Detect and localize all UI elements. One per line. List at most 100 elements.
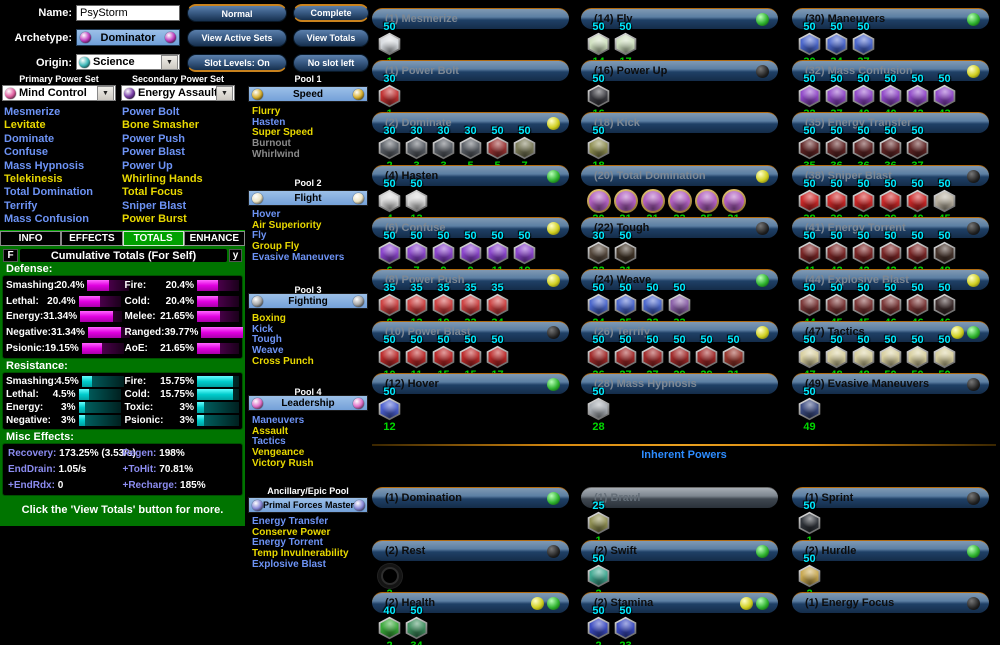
enhancement-slot[interactable]: 5039: [850, 178, 877, 225]
pool-selector[interactable]: Primal Forces Master: [248, 497, 368, 513]
power-bar[interactable]: (26) Terrify: [581, 321, 778, 342]
powerlist-item[interactable]: Power Bolt: [122, 106, 180, 118]
pool-selector[interactable]: Flight: [248, 190, 368, 206]
power-bar[interactable]: (49) Evasive Maneuvers: [792, 373, 989, 394]
power-bar[interactable]: (18) Kick: [581, 112, 778, 133]
enhancement-slot[interactable]: 20: [585, 178, 612, 225]
powerlist-item[interactable]: Total Domination: [4, 186, 94, 199]
enhancement-slot[interactable]: 5037: [823, 73, 850, 120]
powerlist-item[interactable]: Kick: [252, 323, 274, 335]
powerlist-item[interactable]: Tough: [252, 334, 282, 346]
powerlist-item[interactable]: Conserve Power: [252, 526, 331, 538]
powerlist-item[interactable]: Maneuvers: [252, 415, 305, 426]
no-slot-left-button[interactable]: No slot left: [293, 54, 369, 72]
powerlist-item[interactable]: Power Push: [122, 132, 185, 145]
primary-powerset-dropdown[interactable]: Mind Control ▼: [2, 85, 116, 101]
power-bar[interactable]: (2) Stamina: [581, 592, 778, 613]
powerlist-item[interactable]: Total Focus: [122, 186, 183, 199]
power-bar[interactable]: (14) Fly: [581, 8, 778, 29]
enhancement-slot[interactable]: 5039: [877, 178, 904, 225]
complete-button[interactable]: Complete: [293, 4, 369, 22]
enhancement-slot[interactable]: 5034: [403, 605, 430, 645]
powerlist-item[interactable]: Mass Confusion: [4, 213, 89, 226]
power-bar[interactable]: (38) Sniper Blast: [792, 165, 989, 186]
powerlist-item[interactable]: Fly: [252, 230, 267, 242]
powerlist-item[interactable]: Whirlwind: [252, 148, 300, 160]
power-bar[interactable]: (20) Total Domination: [581, 165, 778, 186]
power-bar[interactable]: (1) Sprint: [792, 487, 989, 508]
power-bar[interactable]: (2) Swift: [581, 540, 778, 561]
enhancement-slot[interactable]: 402: [376, 605, 403, 645]
origin-dropdown[interactable]: Science ▼: [76, 54, 180, 70]
dropdown-arrow-icon[interactable]: ▼: [97, 85, 114, 101]
powerlist-item[interactable]: Power Blast: [122, 146, 185, 159]
pool-selector[interactable]: Leadership: [248, 395, 368, 411]
powerlist-item[interactable]: Temp Invulnerability: [252, 548, 349, 560]
power-bar[interactable]: (1) Energy Focus: [792, 592, 989, 613]
enhancement-slot[interactable]: 5017: [484, 334, 511, 381]
enhancement-slot[interactable]: 506: [376, 230, 403, 277]
enhancement-slot[interactable]: 5041: [796, 230, 823, 277]
power-bar[interactable]: (32) Mass Confusion: [792, 60, 989, 81]
enhancement-slot[interactable]: 509: [430, 230, 457, 277]
f-button[interactable]: F: [3, 249, 18, 262]
archetype-selector[interactable]: Dominator: [76, 29, 180, 46]
power-bar[interactable]: (47) Tactics: [792, 321, 989, 342]
pool-selector[interactable]: Speed: [248, 86, 368, 102]
power-bar[interactable]: (30) Maneuvers: [792, 8, 989, 29]
enhancement-slot[interactable]: 5023: [612, 605, 639, 645]
enhancement-slot[interactable]: 5036: [877, 125, 904, 172]
powerlist-item[interactable]: Sniper Blast: [122, 199, 187, 212]
secondary-powerset-dropdown[interactable]: Energy Assault ▼: [121, 85, 235, 101]
powerlist-item[interactable]: Super Speed: [252, 127, 314, 139]
power-bar[interactable]: (1) Domination: [372, 487, 569, 508]
enhancement-slot[interactable]: 502: [585, 605, 612, 645]
power-bar[interactable]: (10) Power Blast: [372, 321, 569, 342]
power-bar[interactable]: (2) Rest: [372, 540, 569, 561]
enhancement-slot[interactable]: 5033: [666, 282, 693, 329]
powerlist-item[interactable]: Hover: [252, 209, 281, 220]
dropdown-arrow-icon[interactable]: ▼: [216, 85, 233, 101]
power-bar[interactable]: (4) Hasten: [372, 165, 569, 186]
powerlist-item[interactable]: Air Superiority: [252, 219, 322, 231]
powerlist-item[interactable]: Evasive Maneuvers: [252, 251, 345, 263]
enhancement-slot[interactable]: 502: [585, 553, 612, 600]
enhancement-slot[interactable]: 5019: [511, 230, 538, 277]
enhancement-slot[interactable]: 5048: [931, 230, 958, 277]
enhancement-slot[interactable]: 251: [585, 500, 612, 547]
power-bar[interactable]: (1) Brawl: [581, 487, 778, 508]
powerlist-item[interactable]: Flurry: [252, 106, 281, 117]
power-bar[interactable]: (1) Power Bolt: [372, 60, 569, 81]
power-bar[interactable]: (35) Energy Transfer: [792, 112, 989, 133]
tab-enhance[interactable]: ENHANCE: [183, 231, 245, 246]
powerlist-item[interactable]: Victory Rush: [252, 457, 314, 469]
enhancement-slot[interactable]: 5048: [823, 334, 850, 381]
enhancement-slot[interactable]: 21: [639, 178, 666, 225]
powerlist-item[interactable]: Mesmerize: [4, 106, 61, 118]
enhancement-slot[interactable]: 5027: [639, 334, 666, 381]
powerlist-item[interactable]: Group Fly: [252, 241, 300, 253]
enhancement-slot[interactable]: 5045: [850, 282, 877, 329]
enhancement-slot[interactable]: 5040: [877, 73, 904, 120]
enhancement-slot[interactable]: 303: [430, 125, 457, 172]
enhancement-slot[interactable]: 5018: [585, 125, 612, 172]
enhancement-slot[interactable]: 502: [796, 553, 823, 600]
enhancement-slot[interactable]: 5033: [639, 282, 666, 329]
view-active-sets-button[interactable]: View Active Sets: [187, 29, 287, 47]
power-bar[interactable]: (28) Mass Hypnosis: [581, 373, 778, 394]
enhancement-slot[interactable]: 23: [666, 178, 693, 225]
powerlist-item[interactable]: Energy Torrent: [252, 537, 323, 549]
powerlist-item[interactable]: Vengeance: [252, 447, 305, 459]
enhancement-slot[interactable]: 301: [376, 73, 403, 120]
powerlist-item[interactable]: Hasten: [252, 116, 286, 128]
tab-info[interactable]: INFO: [0, 231, 62, 246]
character-name-input[interactable]: [76, 5, 180, 21]
enhancement-slot[interactable]: 5037: [850, 21, 877, 68]
powerlist-item[interactable]: Explosive Blast: [252, 558, 326, 570]
powerlist-item[interactable]: Boxing: [252, 313, 286, 324]
powerlist-item[interactable]: Whirling Hands: [122, 173, 203, 185]
enhancement-slot[interactable]: 302: [376, 125, 403, 172]
